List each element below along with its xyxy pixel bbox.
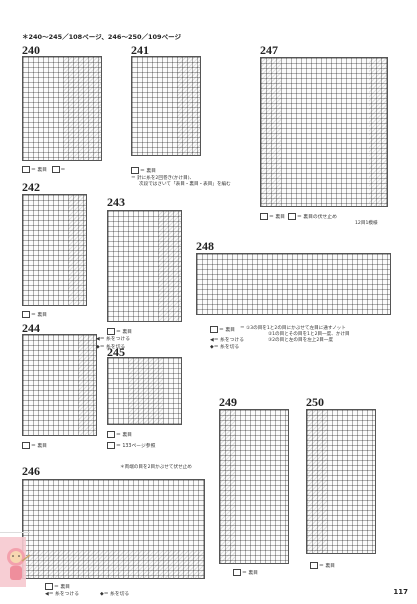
pattern-number-243: 243 — [107, 195, 125, 209]
pattern-number-241: 241 — [131, 43, 149, 57]
purl-symbol-box — [22, 166, 30, 173]
page-header: ＊240〜245／108ページ、246〜250／109ページ — [22, 33, 181, 41]
mascot-icon — [0, 537, 34, 587]
note-241-line1: ＝ 針に糸を2回巻き(かけ目)、 — [131, 176, 195, 181]
join-yarn-icon: ◀ — [96, 337, 100, 342]
legend-249: ＝ 裏目 — [233, 569, 258, 577]
legend-246: ＝ 裏目 — [45, 583, 70, 591]
note-248-line1: ＝ ①3の目を1と2の目にかぶせて左目に通すノット — [240, 326, 346, 331]
legend-244: ＝ 裏目 — [22, 442, 47, 450]
legend-245: ＝ 裏目 — [107, 431, 132, 439]
note-248-line2: ②1の目とその目を1と2目一度、かけ目 — [268, 332, 350, 337]
cut-yarn-icon: ◆ — [100, 592, 104, 597]
note-247-repeat: 12目1模様 — [355, 221, 378, 226]
join-yarn-icon: ◀ — [210, 338, 214, 343]
page-number: 117 — [393, 588, 408, 596]
pattern-number-240: 240 — [22, 43, 40, 57]
legend-243: ＝ 裏目 — [107, 328, 132, 336]
pattern-number-247: 247 — [260, 43, 278, 57]
pattern-number-249: 249 — [219, 395, 237, 409]
join-yarn-icon: ◀ — [45, 592, 49, 597]
legend-248-cut: ◆＝ 糸を切る — [210, 345, 240, 350]
chart-249 — [219, 409, 289, 564]
chart-243 — [107, 210, 182, 322]
chart-242 — [22, 194, 87, 306]
legend-246-cut: ◆＝ 糸を切る — [100, 592, 130, 597]
legend-242: ＝ 裏目 — [22, 311, 47, 319]
legend-248-join: ◀＝ 糸をつける — [210, 338, 245, 343]
pattern-number-242: 242 — [22, 180, 40, 194]
yarn-over-symbol-box — [51, 166, 60, 173]
legend-244-cut: ◆＝ 糸を切る — [96, 345, 126, 350]
legend-244-join: ◀＝ 糸をつける — [96, 337, 131, 342]
cut-yarn-icon: ◆ — [96, 345, 100, 350]
legend-241: ＝ 裏目 — [131, 167, 156, 175]
cut-yarn-icon: ◆ — [210, 345, 214, 350]
note-241-line2: 次段ではさいて「表目・裏目・表目」を編む — [139, 182, 231, 187]
pattern-number-248: 248 — [196, 239, 214, 253]
legend-240: ＝ 裏目 ＝ — [22, 166, 65, 174]
chart-247 — [260, 57, 388, 207]
pattern-number-244: 244 — [22, 321, 40, 335]
chart-241 — [131, 56, 201, 156]
chart-244 — [22, 334, 97, 436]
chart-248 — [196, 253, 391, 315]
pattern-number-246: 246 — [22, 464, 40, 478]
legend-248: ＝ 裏目 — [210, 326, 235, 334]
chart-240 — [22, 56, 102, 161]
legend-246-join: ◀＝ 糸をつける — [45, 592, 80, 597]
note-246: ＊両端の目を2目かぶせて伏せ止め — [120, 465, 192, 470]
note-248-line3: ③2の目と左の目を左上2目一度 — [268, 338, 334, 343]
legend-250: ＝ 裏目 — [310, 562, 335, 570]
chart-250 — [306, 409, 376, 554]
pattern-number-245: 245 — [107, 345, 125, 359]
legend-245-ref: ＝ 133ページ参照 — [107, 442, 155, 450]
chart-245 — [107, 357, 182, 425]
footer-divider — [0, 532, 30, 533]
chart-246 — [22, 479, 205, 579]
legend-247: ＝ 裏目 ＝ 裏目の伏せ止め — [260, 213, 337, 221]
pattern-number-250: 250 — [306, 395, 324, 409]
